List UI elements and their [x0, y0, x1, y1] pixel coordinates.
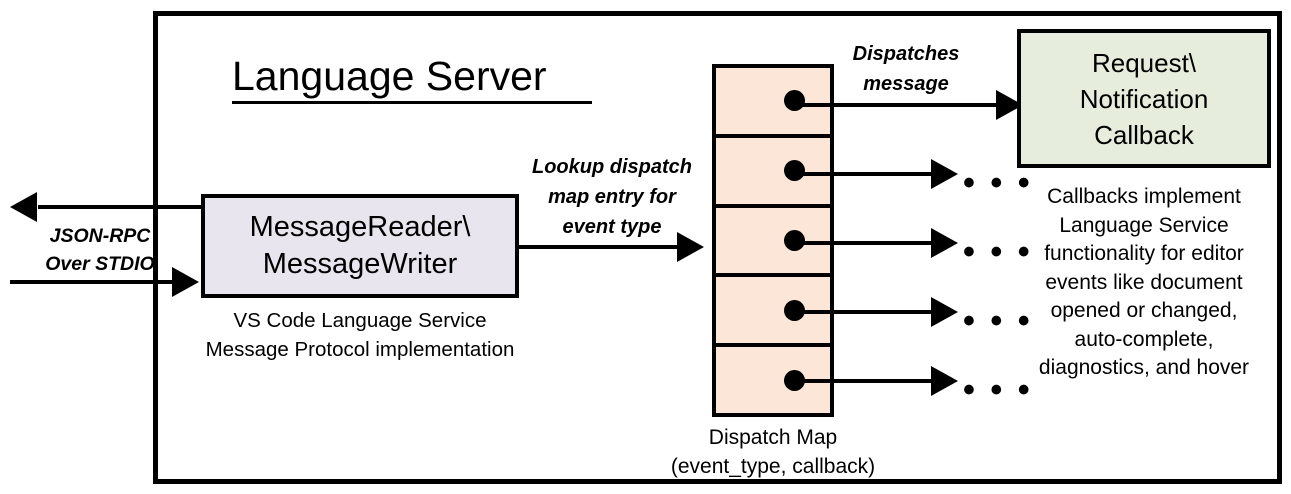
dispatch-map-caption: Dispatch Map (event_type, callback) [645, 423, 901, 481]
callback-caption-line: events like document [1045, 270, 1243, 294]
transport-label: JSON-RPC Over STDIO [20, 222, 180, 278]
inbound-transport-line [10, 280, 175, 284]
lookup-label-line1: Lookup dispatch [532, 156, 692, 178]
lookup-arrowhead [677, 232, 704, 262]
lookup-label-line3: event type [562, 216, 662, 238]
callback-box-line2: Notification [1079, 83, 1209, 114]
table-row[interactable] [716, 208, 830, 278]
message-reader-writer-box[interactable]: MessageReader\ MessageWriter [201, 194, 519, 298]
message-reader-caption: VS Code Language Service Message Protoco… [190, 306, 530, 364]
dispatch-row2-arrowhead [931, 159, 958, 189]
transport-label-line1: JSON-RPC [49, 225, 151, 247]
dispatch-arrow-label-line1: Dispatches [852, 43, 960, 65]
lookup-line [519, 245, 679, 249]
dispatch-map-caption-line1: Dispatch Map [708, 426, 838, 449]
message-reader-line: MessageReader\ [249, 211, 471, 243]
dispatch-arrow-label-line2: message [863, 73, 949, 95]
dispatch-row5-arrowhead [931, 366, 958, 396]
dispatch-row3-line [790, 241, 935, 245]
lookup-label: Lookup dispatch map entry for event type [516, 152, 708, 242]
callback-box-line3: Callback [1094, 119, 1194, 150]
dispatch-map-table[interactable] [712, 64, 834, 417]
dispatch-row4-line [790, 310, 935, 314]
page-title-wrap: Language Server [232, 52, 592, 104]
callback-box-line1: Request\ [1091, 47, 1197, 78]
callback-caption-line: diagnostics, and hover [1038, 356, 1250, 379]
callback-box-text: Request\ Notification Callback [1080, 45, 1209, 153]
callback-caption-line: auto-complete, [1074, 327, 1214, 351]
language-server-frame [153, 11, 1282, 484]
dispatch-row5-ellipsis: • • • [963, 371, 1033, 409]
dispatch-map-caption-line2: (event_type, callback) [670, 455, 876, 478]
dispatch-row3-arrowhead [931, 228, 958, 258]
request-notification-callback-box[interactable]: Request\ Notification Callback [1017, 29, 1271, 168]
callback-caption-line: Callbacks implement [1047, 185, 1241, 208]
callback-caption-line: Language Service [1059, 213, 1229, 237]
message-reader-caption-line2: Message Protocol implementation [205, 338, 515, 361]
message-writer-line: MessageWriter [262, 248, 458, 280]
dispatch-row2-line [790, 172, 935, 176]
callback-caption: Callbacks implement Language Service fun… [1008, 183, 1280, 383]
message-reader-caption-line1: VS Code Language Service [233, 309, 487, 332]
dispatch-row5-line [790, 379, 935, 383]
dispatch-row1-line [790, 103, 1001, 107]
callback-caption-line: opened or changed, [1050, 299, 1238, 322]
transport-label-line2: Over STDIO [45, 253, 155, 275]
callback-caption-line: functionality for editor [1044, 242, 1244, 265]
page-title: Language Server [232, 52, 592, 104]
dispatch-row4-arrowhead [931, 297, 958, 327]
dispatch-arrow-label: Dispatches message [836, 39, 976, 99]
inbound-transport-arrowhead [172, 267, 199, 297]
outbound-transport-arrowhead [10, 192, 37, 222]
dispatch-entry-dot-icon [784, 160, 805, 182]
lookup-label-line2: map entry for [548, 186, 676, 208]
dispatch-entry-dot-icon [784, 90, 805, 112]
dispatch-entry-dot-icon [784, 229, 805, 251]
message-reader-writer-text: MessageReader\ MessageWriter [250, 209, 471, 283]
outbound-transport-line [38, 205, 203, 209]
